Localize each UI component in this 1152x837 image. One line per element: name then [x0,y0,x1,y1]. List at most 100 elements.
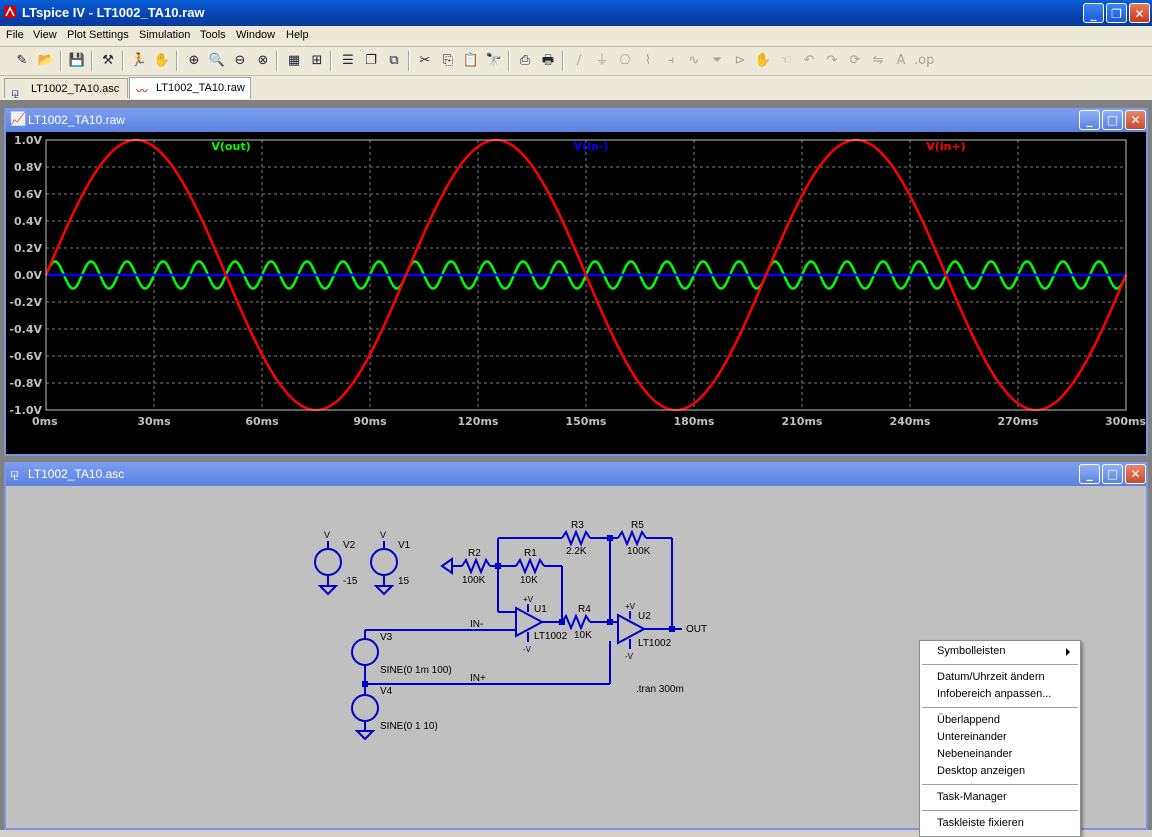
mirror-icon[interactable]: ⇋ [868,51,888,71]
schematic-icon: ⚼ [11,82,19,102]
menu-window[interactable]: Window [236,29,275,41]
plot-window-titlebar[interactable]: 📈 LT1002_TA10.raw _ □ ✕ [6,108,1146,132]
plot-maximize-button[interactable]: □ [1102,110,1123,130]
spice-directive: .tran 300m [636,684,684,695]
control-panel-icon[interactable]: ⚒ [98,51,118,71]
schematic-maximize-button[interactable]: □ [1102,464,1123,484]
context-menu-item[interactable]: Desktop anzeigen [937,763,1078,780]
context-menu-item[interactable]: Taskleiste fixieren [937,815,1078,832]
label-v4-value: SINE(0 1 10) [380,721,438,732]
print-setup-icon[interactable]: ⎙ [515,51,535,71]
y-tick-label: -0.4V [9,323,42,336]
open-folder-icon[interactable]: 📂 [36,51,56,71]
plot-fit-icon[interactable]: ⊞ [307,51,327,71]
drag-hand-icon[interactable]: ☜ [776,51,796,71]
legend-entry: V(in+) [926,140,965,153]
x-tick-label: 90ms [353,415,387,428]
restore-button[interactable]: ❐ [1106,3,1127,23]
tile-horizontal-icon[interactable]: ☰ [338,51,358,71]
zoom-cancel-icon[interactable]: ⊗ [253,51,273,71]
cascade-icon[interactable]: ❐ [361,51,381,71]
net-label-in-plus: IN+ [470,673,486,684]
menu-view[interactable]: View [33,29,57,41]
schematic-minimize-button[interactable]: _ [1079,464,1100,484]
halt-hand-icon[interactable]: ✋ [152,51,172,71]
plot-minimize-button[interactable]: _ [1079,110,1100,130]
context-menu-item[interactable]: Untereinander [937,729,1078,746]
y-tick-label: 0.2V [14,242,42,255]
label-v1-value: 15 [398,576,410,587]
component-icon[interactable]: ⊳ [730,51,750,71]
rotate-icon[interactable]: ⟳ [845,51,865,71]
label-r4-value: 10K [574,630,592,641]
text-icon[interactable]: A [891,51,911,71]
x-tick-label: 270ms [998,415,1039,428]
close-button[interactable]: ✕ [1129,3,1150,23]
new-schematic-icon[interactable]: ✎ [12,51,32,71]
label-u1-value: LT1002 [534,631,568,642]
paste-icon[interactable]: 📋 [461,51,481,71]
toolbar-separator [91,51,93,71]
tile-vertical-icon[interactable]: ⧉ [384,51,404,71]
draw-wire-icon[interactable]: ∕ [569,51,589,71]
tab-waveform[interactable]: 〰 LT1002_TA10.raw [129,77,251,99]
context-menu-item[interactable]: Überlappend [937,712,1078,729]
menu-tools[interactable]: Tools [200,29,226,41]
label-r3-value: 2.2K [566,546,587,557]
toolbar-separator [276,51,278,71]
toolbar-separator [408,51,410,71]
x-tick-label: 150ms [566,415,607,428]
x-tick-label: 180ms [674,415,715,428]
schematic-close-button[interactable]: ✕ [1125,464,1146,484]
copy-icon[interactable]: ⎘ [438,51,458,71]
toolbar-separator [562,51,564,71]
tab-label: LT1002_TA10.asc [31,83,119,95]
schematic-window-titlebar[interactable]: ⚼ LT1002_TA10.asc _ □ ✕ [6,462,1146,486]
minimize-button[interactable]: _ [1083,3,1104,23]
context-menu-item[interactable]: Datum/Uhrzeit ändern [937,669,1078,686]
tab-schematic[interactable]: ⚼ LT1002_TA10.asc [4,78,128,98]
print-icon[interactable]: 🖶 [538,51,558,71]
label-r5-value: 100K [627,546,651,557]
toolbar-separator [122,51,124,71]
toolbar-separator [60,51,62,71]
capacitor-icon[interactable]: ⫞ [661,51,681,71]
pan-icon[interactable]: 🔍 [207,51,227,71]
toolbar-separator [508,51,510,71]
cut-icon[interactable]: ✂ [415,51,435,71]
plot-legend: V(out)V(in-)V(in+) [211,140,965,153]
spice-directive-icon[interactable]: .op [914,51,934,71]
ground-icon[interactable]: ⏚ [592,51,612,71]
context-menu-item[interactable]: Task-Manager [937,789,1078,806]
diode-icon[interactable]: ⏷ [707,51,727,71]
autorange-icon[interactable]: ▦ [284,51,304,71]
context-menu-item[interactable]: Symbolleisten [937,643,1078,660]
inductor-icon[interactable]: ∿ [684,51,704,71]
menu-help[interactable]: Help [286,29,309,41]
redo-icon[interactable]: ↷ [822,51,842,71]
context-menu-item[interactable]: Nebeneinander [937,746,1078,763]
label-u1-vminus: -V [523,645,532,654]
undo-icon[interactable]: ↶ [799,51,819,71]
label-r1: R1 [524,548,537,559]
save-icon[interactable]: 💾 [67,51,87,71]
menu-simulation[interactable]: Simulation [139,29,190,41]
resistor-icon[interactable]: ⌇ [638,51,658,71]
plot-close-button[interactable]: ✕ [1125,110,1146,130]
app-titlebar[interactable]: LTspice IV - LT1002_TA10.raw _ ❐ ✕ [0,0,1152,26]
zoom-in-icon[interactable]: ⊕ [184,51,204,71]
label-v2-net: V [324,530,330,540]
menu-separator [922,664,1078,665]
zoom-out-icon[interactable]: ⊖ [230,51,250,71]
menu-plot-settings[interactable]: Plot Settings [67,29,129,41]
menu-file[interactable]: File [6,29,24,41]
label-net-icon[interactable]: ⎔ [615,51,635,71]
waveform-plot[interactable]: 1.0V0.8V0.6V0.4V0.2V0.0V-0.2V-0.4V-0.6V-… [6,132,1146,454]
y-tick-label: 0.0V [14,269,42,282]
y-tick-label: -0.8V [9,377,42,390]
context-menu-item[interactable]: Infobereich anpassen... [937,686,1078,703]
run-icon[interactable]: 🏃 [129,51,149,71]
move-hand-icon[interactable]: ✋ [753,51,773,71]
label-r2-value: 100K [462,575,486,586]
find-icon[interactable]: 🔭 [484,51,504,71]
